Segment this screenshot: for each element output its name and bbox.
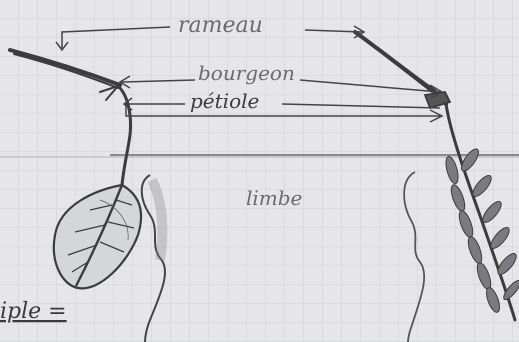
label-bourgeon: bourgeon [198,61,295,85]
label-limbe: limbe [246,186,302,210]
label-rameau: rameau [178,13,263,38]
label-petiole: pétiole [190,89,259,113]
margin-text: iple = [0,299,67,324]
